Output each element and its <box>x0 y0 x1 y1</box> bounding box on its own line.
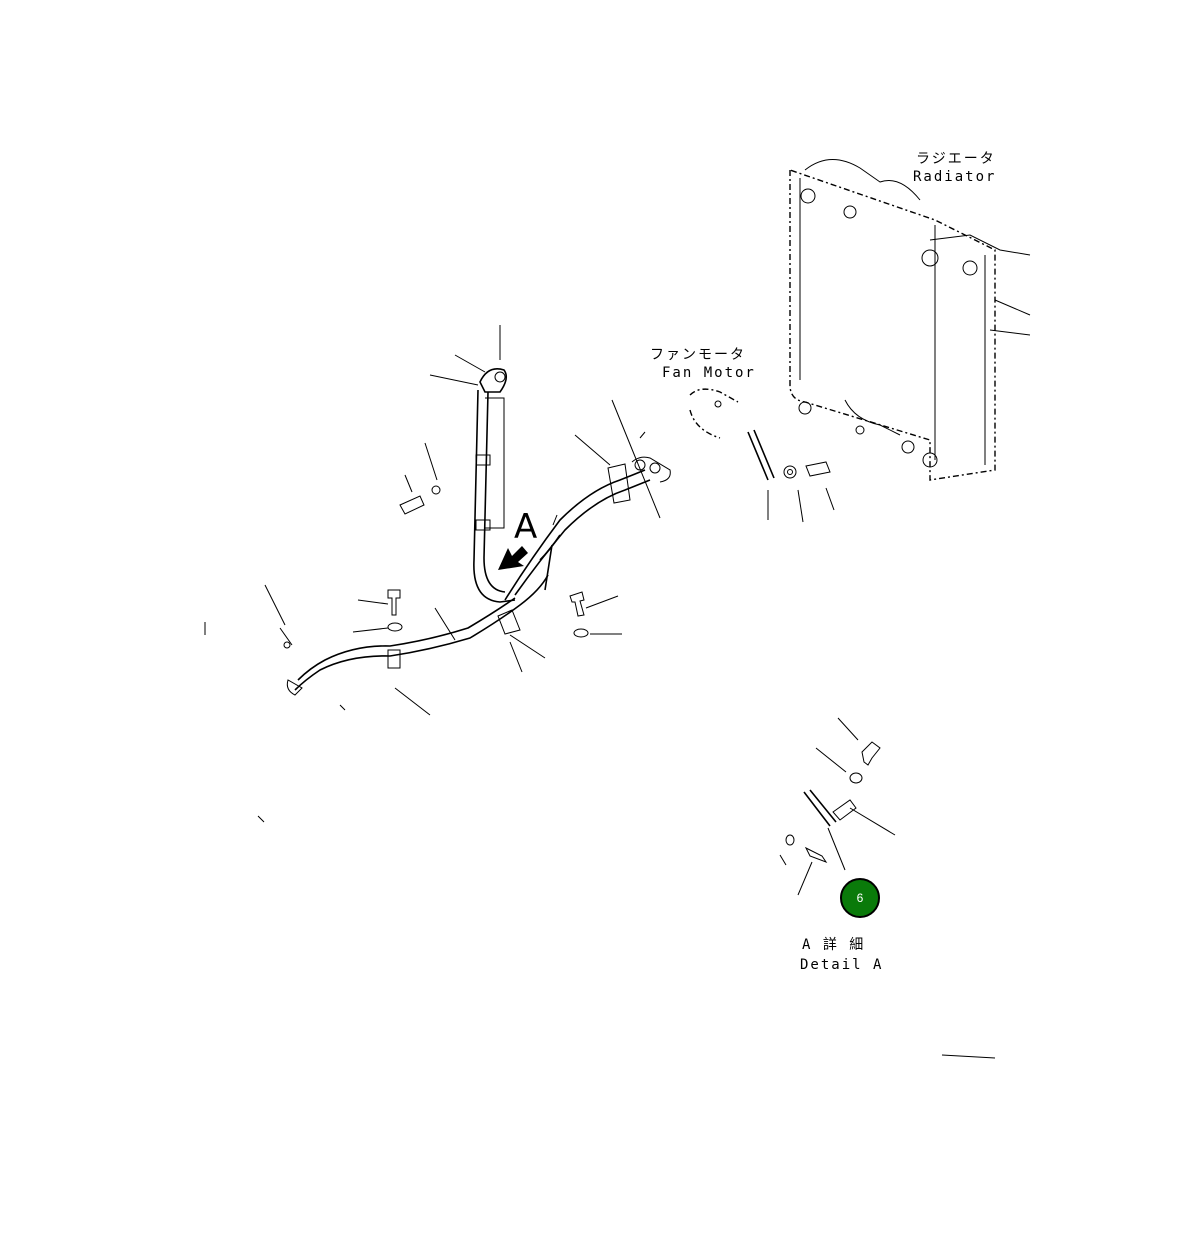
part-callout-6[interactable]: 6 <box>840 878 880 918</box>
fan-motor-label-jp: ファンモータ <box>650 347 746 363</box>
view-arrow <box>498 546 528 570</box>
detail-a-drawing <box>779 717 896 896</box>
vertical-hose <box>429 325 516 603</box>
detail-label-en: Detail A <box>800 957 884 973</box>
hardware-right <box>569 591 622 638</box>
part-callout-number: 6 <box>856 891 864 905</box>
view-arrow-letter: A <box>514 507 538 547</box>
fan-motor-label-en: Fan Motor <box>662 365 756 381</box>
radiator-label-en: Radiator <box>913 169 997 185</box>
hardware-left <box>204 442 441 823</box>
detail-label-jp: A 詳 細 <box>802 937 866 953</box>
right-hose <box>504 399 671 601</box>
fan-motor-drawing <box>689 388 835 523</box>
lower-hose <box>286 574 549 716</box>
radiator-drawing <box>789 159 1031 481</box>
radiator-label-jp: ラジエータ <box>916 151 996 167</box>
